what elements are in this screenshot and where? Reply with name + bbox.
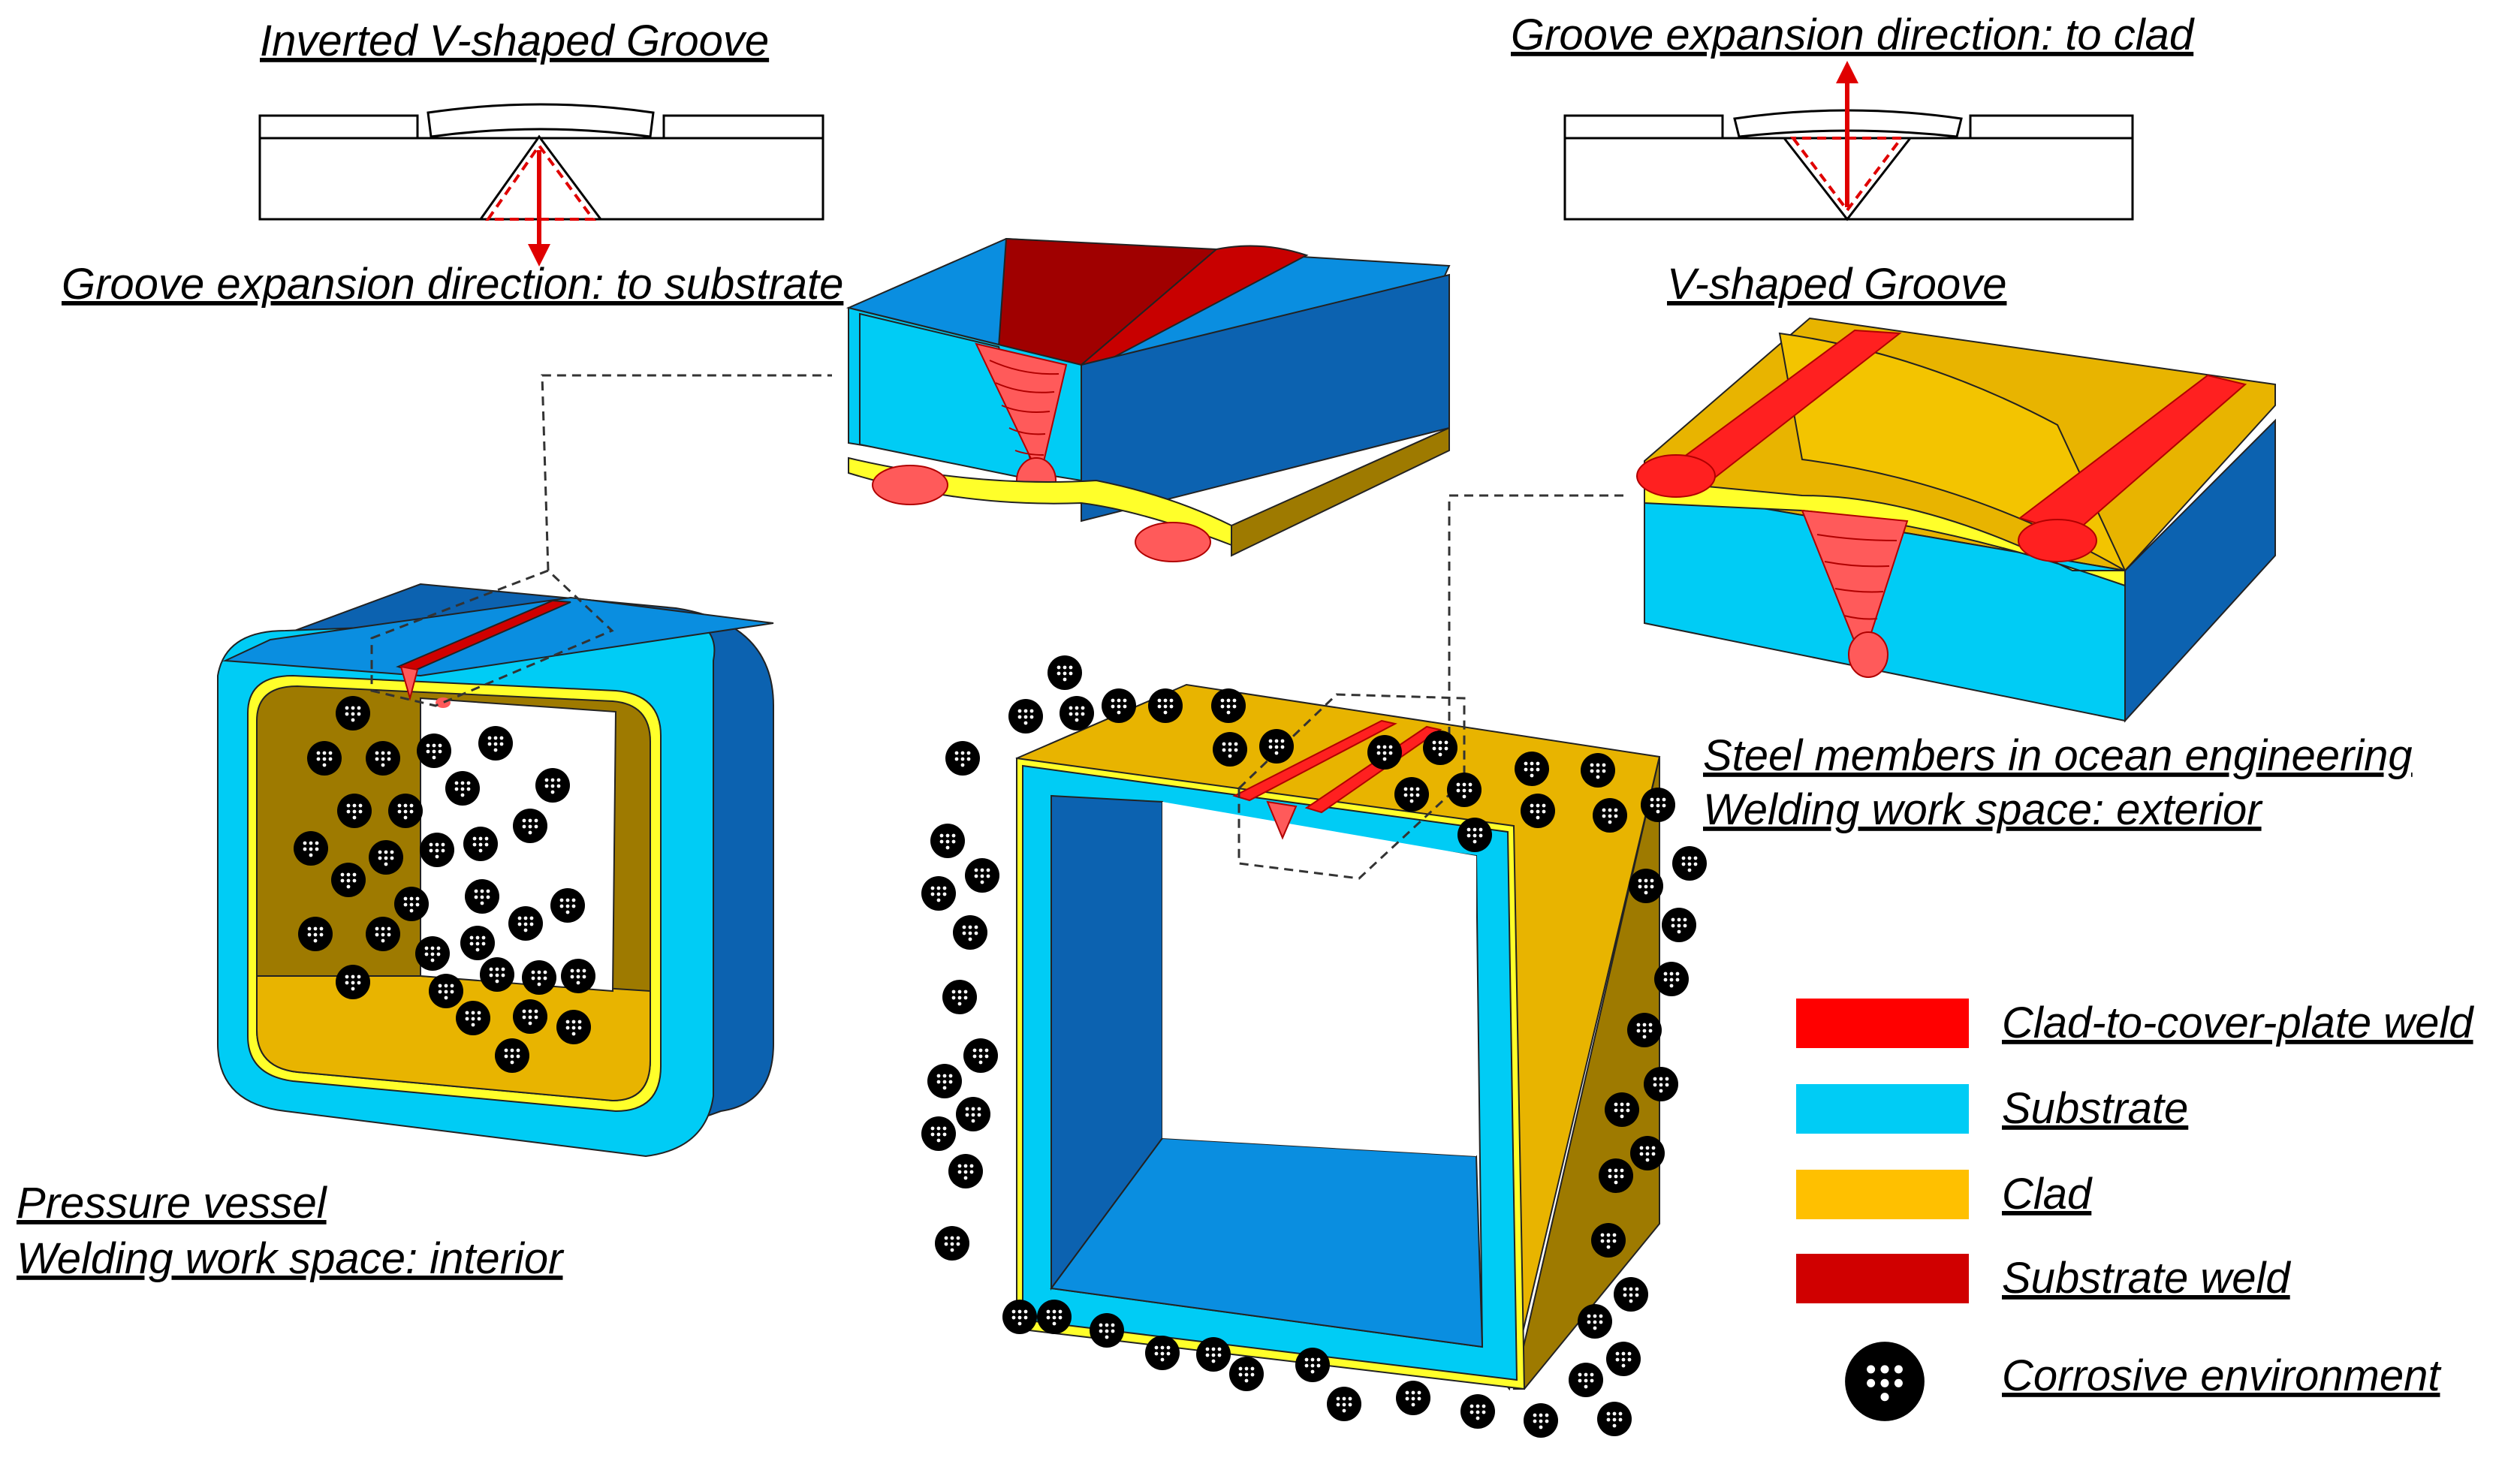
legend-swatch-substrate-weld <box>1796 1254 1969 1303</box>
legend-label-substrate-weld: Substrate weld <box>2002 1254 2291 1303</box>
legend-label-clad: Clad <box>2002 1170 2093 1219</box>
v-groove-title: V-shaped Groove <box>1667 260 2006 309</box>
expansion-to-clad-label: Groove expansion direction: to clad <box>1511 11 2195 59</box>
pressure-vessel-label: Pressure vessel <box>17 1179 328 1228</box>
legend-label-clad-to-cover-plate-weld: Clad-to-cover-plate weld <box>2002 999 2474 1047</box>
legend-label-corrosive-environment: Corrosive environment <box>2002 1351 2442 1400</box>
legend-label-substrate: Substrate <box>2002 1084 2188 1133</box>
legend-swatch-substrate <box>1796 1084 1969 1134</box>
legend-swatch-clad-to-cover-plate-weld <box>1796 999 1969 1048</box>
exterior-workspace-label: Welding work space: exterior <box>1703 785 2263 834</box>
expansion-to-substrate-label: Groove expansion direction: to substrate <box>62 260 843 309</box>
legend-swatch-clad <box>1796 1170 1969 1219</box>
inverted-groove-block <box>846 237 1451 562</box>
inverted-groove-schematic <box>258 103 824 267</box>
v-groove-schematic <box>1563 61 2134 221</box>
v-groove-block <box>1636 317 2276 723</box>
legend: Clad-to-cover-plate weld Substrate Clad … <box>1796 999 2474 1421</box>
ocean-members-label: Steel members in ocean engineering <box>1703 731 2413 780</box>
ocean-steel-member <box>1015 494 1661 1391</box>
inverted-groove-title: Inverted V-shaped Groove <box>260 17 769 65</box>
legend-corrosive-dot-icon <box>1845 1342 1925 1421</box>
interior-workspace-label: Welding work space: interior <box>17 1234 565 1283</box>
